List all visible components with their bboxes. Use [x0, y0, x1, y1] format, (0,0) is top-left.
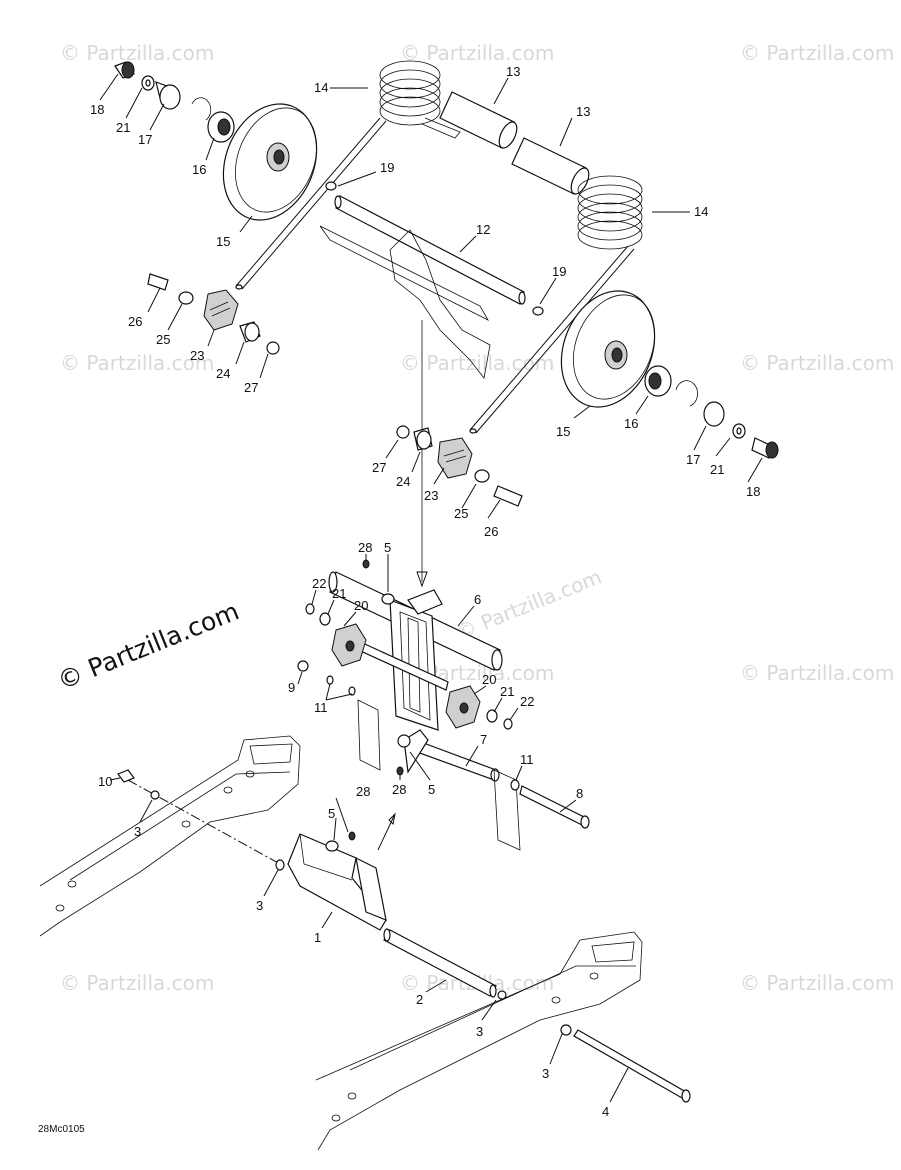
callout-labels: 18 21 17 16 15 14 13 13 19 14 12 19 26 2… — [90, 64, 760, 1119]
spring-tube-lower — [511, 137, 590, 195]
pivot-bracket-ghost — [319, 225, 491, 588]
cross-bracket — [117, 769, 387, 931]
callout-label: 4 — [602, 1104, 609, 1119]
callout-label: 21 — [116, 120, 130, 135]
callout-label: 25 — [454, 506, 468, 521]
callout-label: 1 — [314, 930, 321, 945]
callout-label: 3 — [134, 824, 141, 839]
callout-label: 22 — [312, 576, 326, 591]
spring-tube-upper — [439, 91, 518, 149]
watermark: © Partzilla.com — [400, 351, 554, 375]
main-watermark: © Partzilla.com — [53, 596, 243, 695]
callout-label: 19 — [552, 264, 566, 279]
callout-label: 17 — [138, 132, 152, 147]
watermark: © Partzilla.com — [60, 41, 214, 65]
cross-tube — [383, 928, 507, 1000]
callout-label: 23 — [424, 488, 438, 503]
callout-label: 26 — [128, 314, 142, 329]
callout-label: 2 — [416, 992, 423, 1007]
callout-label: 22 — [520, 694, 534, 709]
wheel-axle — [334, 195, 526, 305]
callout-label: 27 — [372, 460, 386, 475]
watermark: © Partzilla.com — [740, 351, 894, 375]
callout-label: 21 — [500, 684, 514, 699]
callout-label: 25 — [156, 332, 170, 347]
callout-label: 20 — [354, 598, 368, 613]
callout-label: 28 — [358, 540, 372, 555]
callout-label: 12 — [476, 222, 490, 237]
callout-label: 24 — [396, 474, 410, 489]
callout-label: 26 — [484, 524, 498, 539]
watermark: © Partzilla.com — [740, 661, 894, 685]
watermark: © Partzilla.com — [740, 971, 894, 995]
idler-wheel-left — [222, 103, 318, 221]
callout-label: 8 — [576, 786, 583, 801]
callout-label: 13 — [506, 64, 520, 79]
pivot-arm-assembly — [297, 559, 590, 851]
callout-label: 23 — [190, 348, 204, 363]
callout-label: 28 — [392, 782, 406, 797]
callout-label: 18 — [90, 102, 104, 117]
callout-label: 16 — [192, 162, 206, 177]
hardware-right — [532, 306, 779, 459]
callout-label: 17 — [686, 452, 700, 467]
spring-right — [469, 175, 643, 434]
spring-mount-right — [396, 425, 523, 507]
callout-label: 10 — [98, 774, 112, 789]
callout-label: 7 — [480, 732, 487, 747]
callout-label: 11 — [520, 752, 534, 767]
callout-label: 21 — [332, 586, 346, 601]
rail-frame-lower — [315, 931, 643, 1151]
callout-label: 15 — [216, 234, 230, 249]
diagram-code: 28Mc0105 — [38, 1124, 85, 1135]
spring-mount-left — [147, 273, 280, 355]
callout-label: 5 — [384, 540, 391, 555]
callout-label: 15 — [556, 424, 570, 439]
callout-label: 24 — [216, 366, 230, 381]
callout-label: 3 — [476, 1024, 483, 1039]
watermark: © Partzilla.com — [400, 41, 554, 65]
rail-frame-upper — [39, 735, 301, 937]
callout-label: 5 — [328, 806, 335, 821]
long-bolt — [560, 1024, 691, 1103]
callout-label: 28 — [356, 784, 370, 799]
callout-label: 16 — [624, 416, 638, 431]
watermark: © Partzilla.com — [740, 41, 894, 65]
callout-label: 21 — [710, 462, 724, 477]
hardware-left-top — [114, 61, 337, 191]
callout-label: 3 — [542, 1066, 549, 1081]
callout-label: 13 — [576, 104, 590, 119]
callout-label: 19 — [380, 160, 394, 175]
callout-label: 9 — [288, 680, 295, 695]
callout-label: 14 — [694, 204, 708, 219]
callout-label: 11 — [314, 700, 328, 715]
idler-wheel-right — [560, 290, 656, 408]
watermark: © Partzilla.com — [60, 971, 214, 995]
leader-lines — [99, 73, 763, 1103]
callout-label: 27 — [244, 380, 258, 395]
callout-label: 6 — [474, 592, 481, 607]
callout-label: 18 — [746, 484, 760, 499]
spring-left — [235, 60, 461, 290]
watermark: © Partzilla.com — [60, 351, 214, 375]
callout-label: 5 — [428, 782, 435, 797]
callout-label: 20 — [482, 672, 496, 687]
watermark-layer: © Partzilla.com © Partzilla.com © Partzi… — [60, 41, 894, 995]
callout-label: 3 — [256, 898, 263, 913]
callout-label: 14 — [314, 80, 328, 95]
